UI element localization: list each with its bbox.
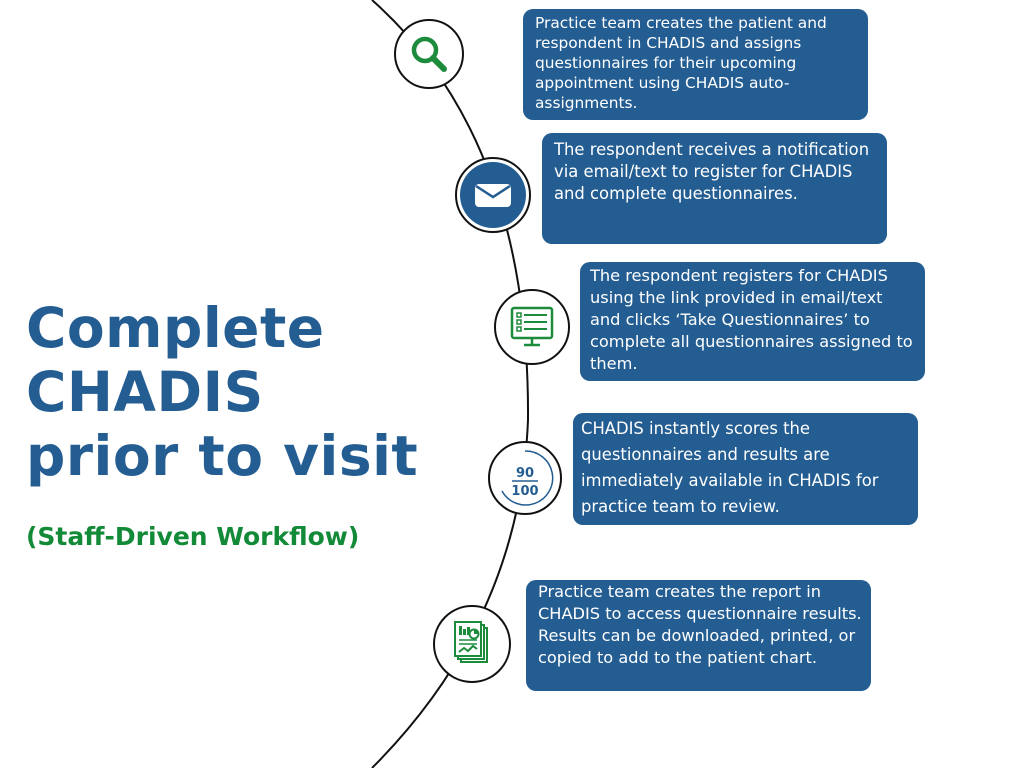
step-2-text: The respondent receives a notification v… xyxy=(554,140,870,203)
title-line-3: prior to visit xyxy=(26,424,419,488)
page-subtitle: (Staff-Driven Workflow) xyxy=(26,522,360,551)
step-1-text: Practice team creates the patient and re… xyxy=(535,14,827,112)
step-2-box: The respondent receives a notification v… xyxy=(542,133,887,244)
step-2-icon-circle xyxy=(455,157,531,233)
score-icon: 90 100 xyxy=(501,450,554,506)
step-3-box: The respondent registers for CHADIS usin… xyxy=(580,262,925,381)
step-3-icon-circle xyxy=(494,289,570,365)
step-5-icon-circle xyxy=(433,605,511,683)
step-4-icon-circle: 90 100 xyxy=(488,441,562,515)
envelope-icon-badge xyxy=(460,162,526,228)
step-5-text: Practice team creates the report in CHAD… xyxy=(538,582,862,667)
step-1-icon-circle xyxy=(394,19,464,89)
score-numerator: 90 xyxy=(516,466,534,481)
step-3-text: The respondent registers for CHADIS usin… xyxy=(590,266,913,373)
search-icon xyxy=(411,36,447,72)
envelope-icon xyxy=(475,184,511,207)
score-denominator: 100 xyxy=(511,484,538,499)
step-1-box: Practice team creates the patient and re… xyxy=(523,9,868,120)
step-4-text: CHADIS instantly scores the questionnair… xyxy=(581,419,879,516)
step-4-box: CHADIS instantly scores the questionnair… xyxy=(573,413,918,525)
questionnaire-monitor-icon xyxy=(510,306,554,347)
step-5-box: Practice team creates the report in CHAD… xyxy=(526,580,871,691)
page-title: Complete CHADIS prior to visit xyxy=(26,296,418,488)
title-line-1: Complete xyxy=(26,296,325,360)
report-icon xyxy=(454,621,488,663)
title-line-2: CHADIS xyxy=(26,360,264,424)
